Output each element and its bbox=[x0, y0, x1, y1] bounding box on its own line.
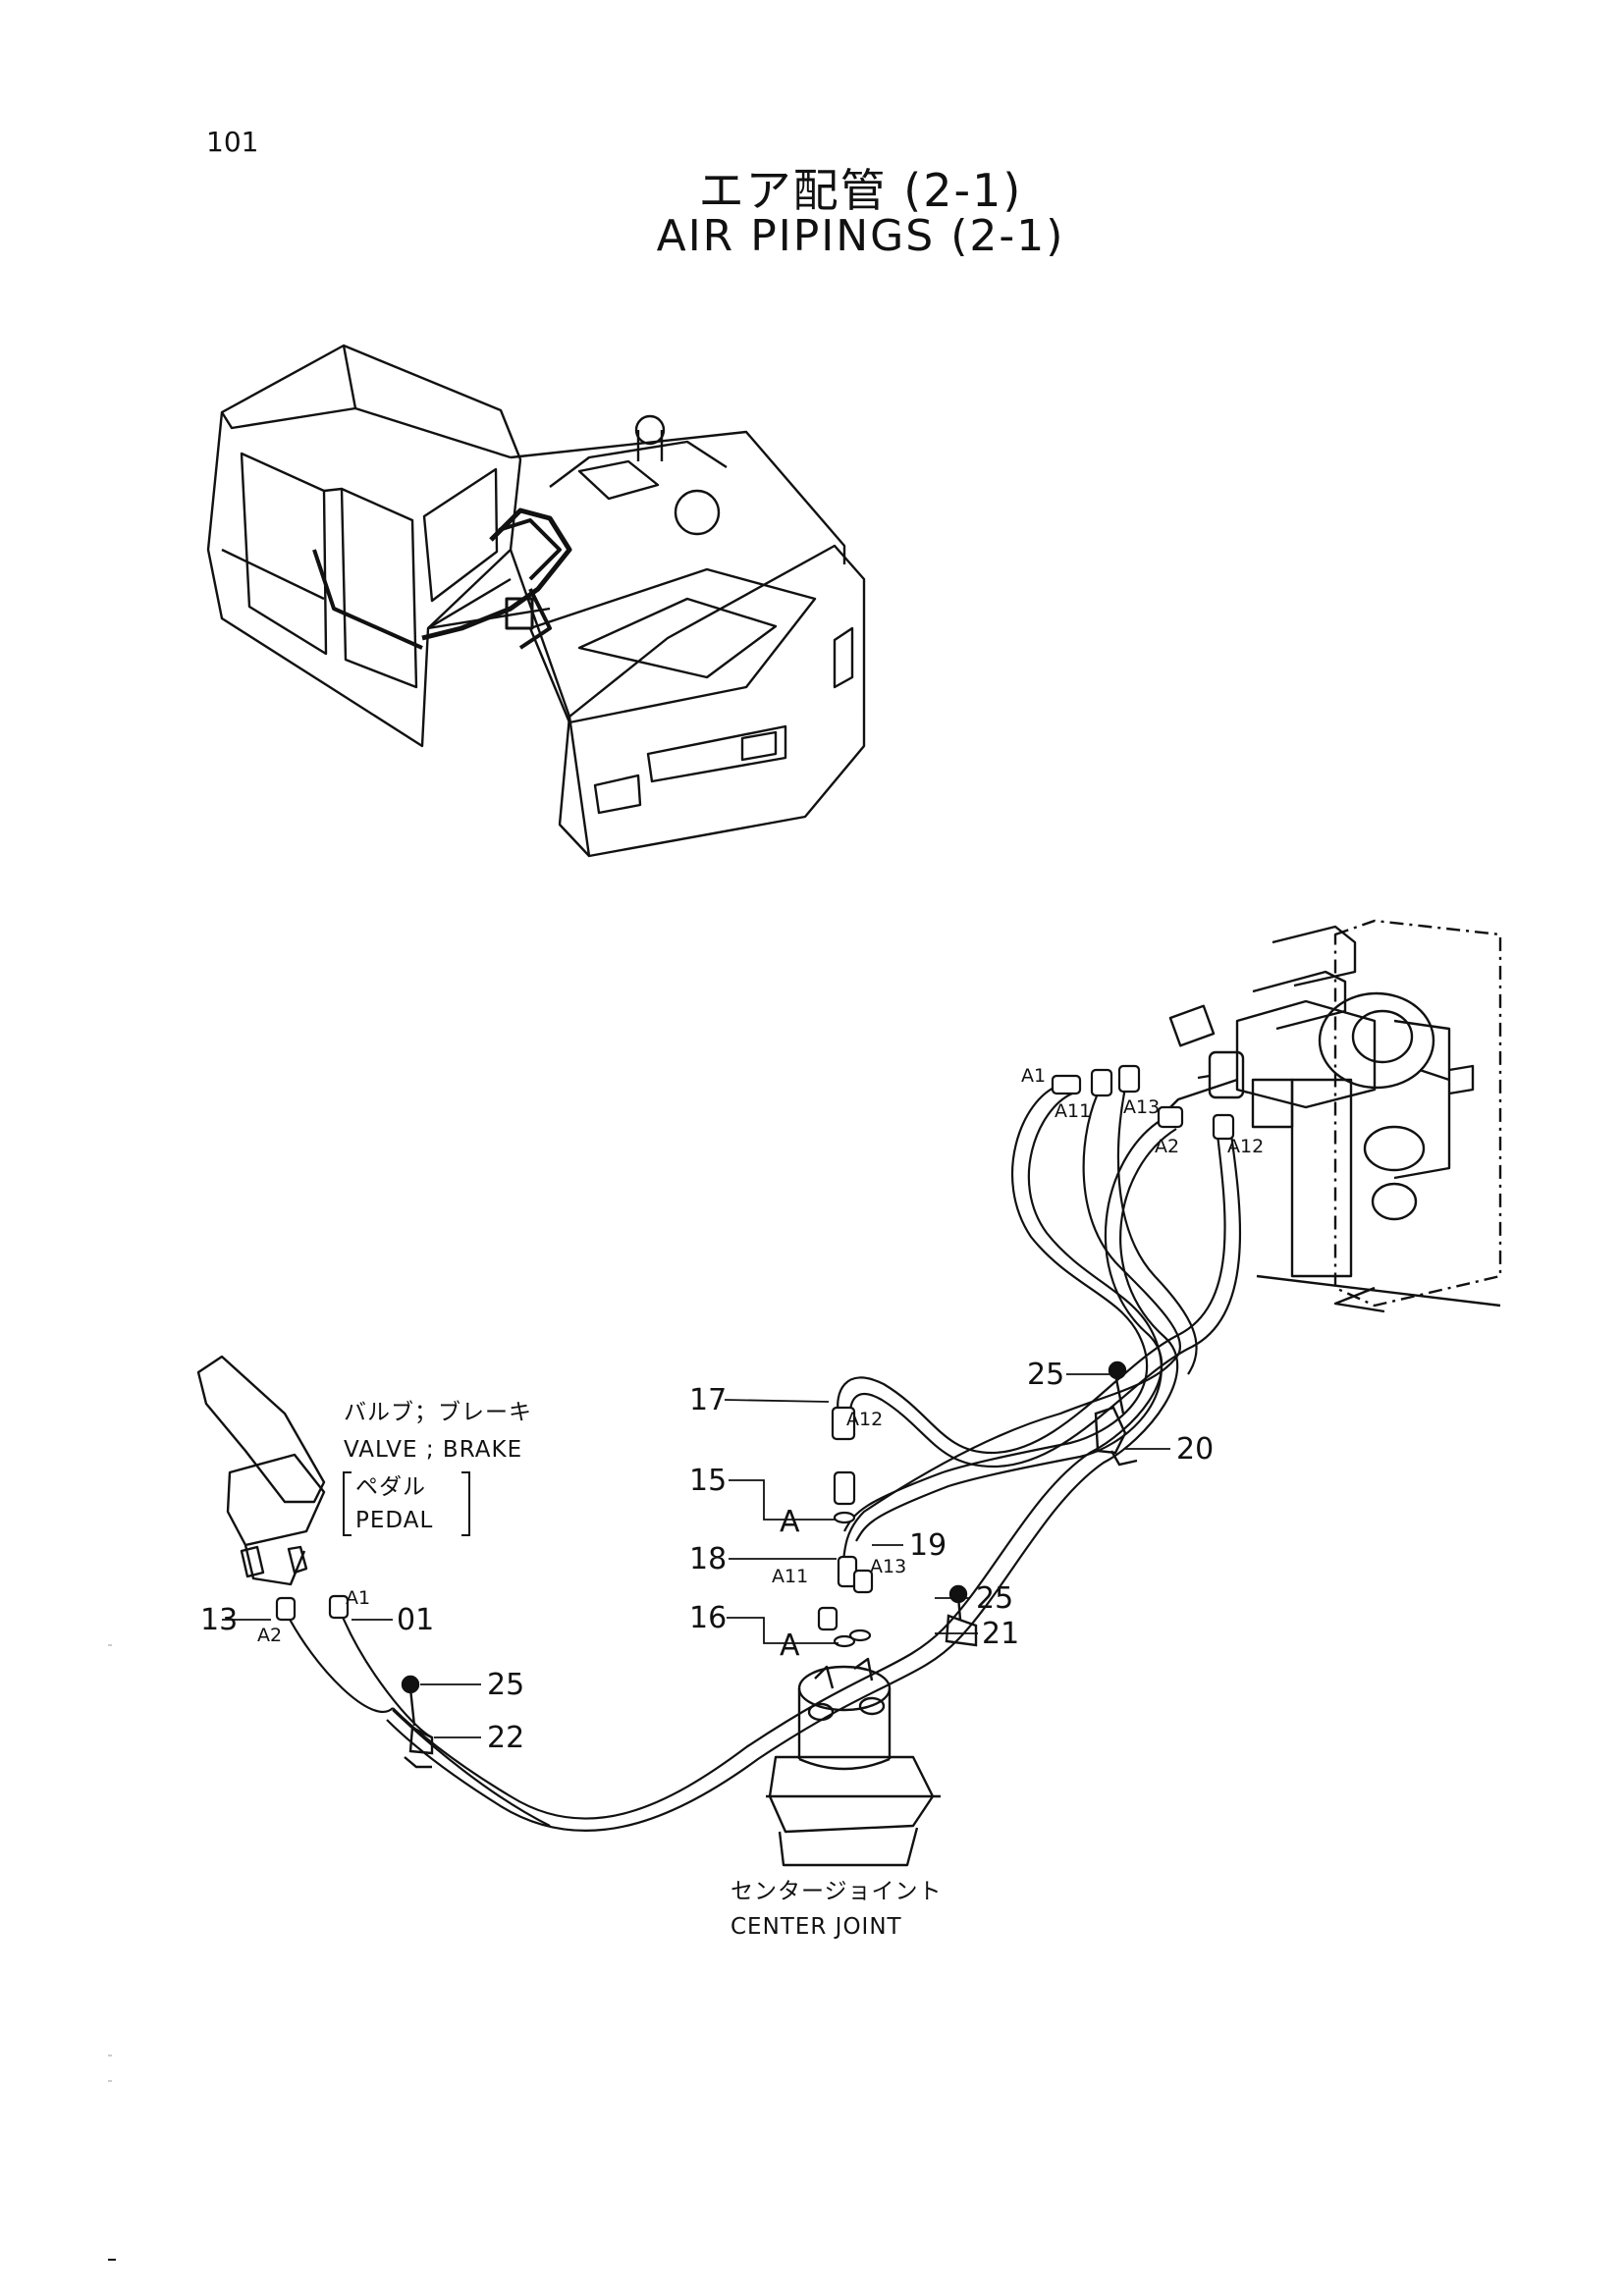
brake-valve-caption: バルブ；ブレーキ VALVE ; BRAKE ペダル PEDAL bbox=[343, 1400, 532, 1536]
part-label-21: 21 bbox=[982, 1617, 1019, 1651]
page-title-japanese: エア配管 (2-1) bbox=[698, 164, 1023, 217]
section-mark-a-upper: A bbox=[780, 1505, 800, 1539]
part-label-20: 20 bbox=[1176, 1432, 1214, 1467]
section-marks: A A bbox=[780, 1505, 800, 1663]
part-label-13: 13 bbox=[200, 1603, 238, 1637]
part-label-25-lower: 25 bbox=[487, 1668, 524, 1702]
port-label-a11: A11 bbox=[1055, 1100, 1091, 1122]
clamps-and-bolts bbox=[401, 1361, 1138, 1769]
center-joint-caption: センタージョイント CENTER JOINT bbox=[730, 1879, 943, 1940]
section-mark-a-lower: A bbox=[780, 1629, 800, 1663]
part-label-18: 18 bbox=[689, 1542, 727, 1576]
port-label-a12: A12 bbox=[1227, 1136, 1264, 1157]
pedal-bracket bbox=[343, 1471, 470, 1536]
port-label-a11-hose: A11 bbox=[772, 1566, 808, 1587]
part-number-labels: 17 15 18 16 25 20 19 25 21 13 01 25 22 bbox=[200, 1358, 1214, 1755]
part-label-19: 19 bbox=[909, 1528, 947, 1563]
page-title-english: AIR PIPINGS (2-1) bbox=[656, 211, 1065, 261]
part-label-17: 17 bbox=[689, 1383, 727, 1417]
port-label-a1: A1 bbox=[1021, 1065, 1046, 1087]
fittings bbox=[275, 1064, 1235, 1648]
part-label-22: 22 bbox=[487, 1721, 524, 1755]
part-label-15: 15 bbox=[689, 1464, 727, 1498]
part-label-16: 16 bbox=[689, 1601, 727, 1635]
part-label-25-middle: 25 bbox=[976, 1581, 1013, 1616]
center-joint bbox=[766, 1657, 941, 1867]
air-hoses bbox=[284, 1084, 1242, 1832]
port-label-a13: A13 bbox=[1123, 1096, 1160, 1118]
excavator-overview bbox=[206, 344, 866, 858]
margin-marks bbox=[108, 1644, 116, 2261]
part-label-25-upper: 25 bbox=[1027, 1358, 1064, 1392]
port-label-a13-hose: A13 bbox=[870, 1556, 906, 1577]
pedal-label-jp: ペダル bbox=[355, 1474, 426, 1500]
center-joint-label-en: CENTER JOINT bbox=[730, 1914, 902, 1940]
port-label-a1-pedal: A1 bbox=[346, 1587, 370, 1609]
brake-pedal-valve bbox=[196, 1355, 326, 1586]
pedal-label-en: PEDAL bbox=[355, 1508, 433, 1533]
control-valve-assembly bbox=[1158, 919, 1502, 1313]
port-labels: A1 A11 A13 A2 A12 A12 A11 A13 A1 A2 bbox=[257, 1065, 1264, 1646]
leader-lines bbox=[222, 1373, 1170, 1738]
center-joint-label-jp: センタージョイント bbox=[730, 1879, 943, 1904]
brake-valve-label-jp: バルブ；ブレーキ bbox=[344, 1400, 532, 1425]
brake-valve-label-en: VALVE ; BRAKE bbox=[344, 1437, 522, 1463]
port-label-a2-pedal: A2 bbox=[257, 1625, 282, 1646]
page-number: 101 bbox=[206, 126, 259, 158]
port-label-a2: A2 bbox=[1155, 1136, 1179, 1157]
part-label-01: 01 bbox=[397, 1603, 434, 1637]
port-label-a12-hose: A12 bbox=[846, 1409, 883, 1430]
